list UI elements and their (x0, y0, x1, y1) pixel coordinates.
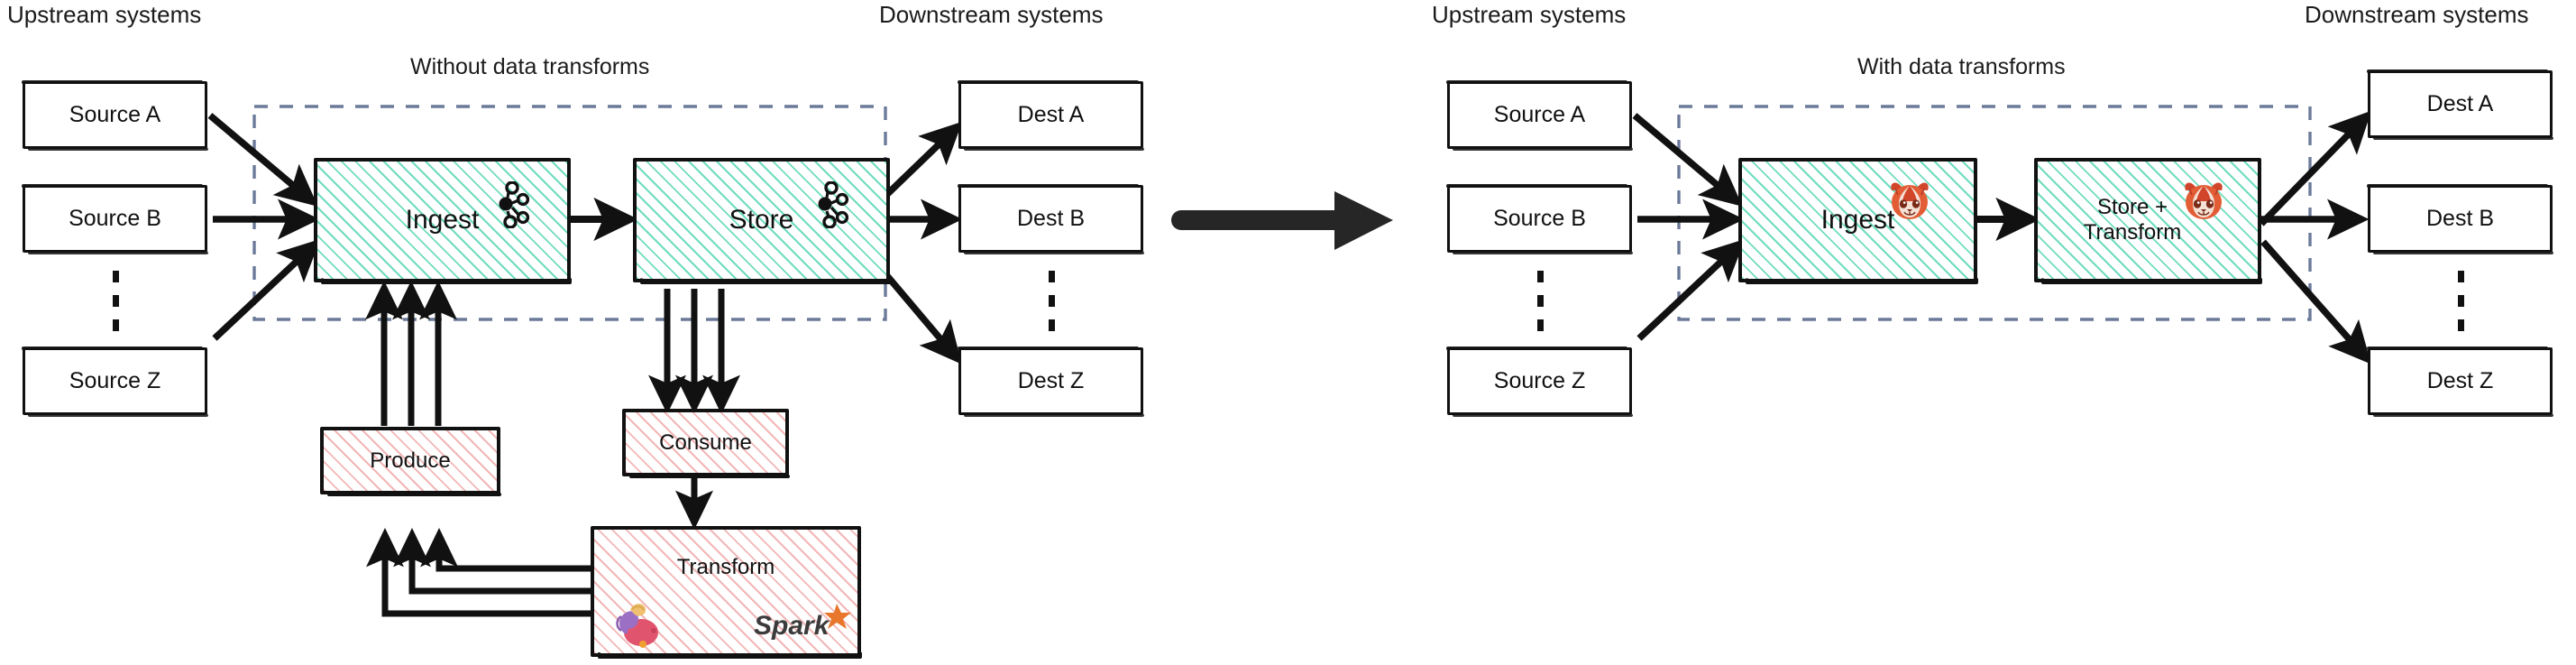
source-box-z-label: Source Z (69, 368, 161, 393)
right-upstream-label: Upstream systems (1432, 1, 1627, 28)
transform-box-label: Transform (676, 555, 775, 579)
left-downstream-label: Downstream systems (879, 1, 1104, 28)
source-box-b-right-label: Source B (1493, 206, 1586, 231)
store-transform-box[interactable]: Store + Transform (2034, 158, 2261, 282)
source-box-z[interactable]: Source Z (23, 347, 207, 415)
store-transform-box-label: Store + Transform (2084, 195, 2181, 245)
dest-box-b-label: Dest B (1016, 206, 1086, 231)
dest-box-z-label: Dest Z (1017, 368, 1085, 393)
produce-box[interactable]: Produce (320, 427, 500, 494)
right-downstream-label: Downstream systems (2305, 1, 2529, 28)
arrow-transform-to-produce-2 (393, 527, 591, 595)
right-panel-title: With data transforms (1857, 54, 2066, 79)
left-upstream-label: Upstream systems (7, 1, 202, 28)
store-box-left-label: Store (729, 204, 794, 235)
ingest-box-left-label: Ingest (405, 204, 480, 235)
source-box-a[interactable]: Source A (23, 81, 207, 149)
dest-box-b-right[interactable]: Dest B (2368, 185, 2553, 253)
source-box-a-label: Source A (69, 102, 161, 127)
arrow-store-transform-to-dest-z (2260, 239, 2371, 365)
dest-box-a-right-label: Dest A (2426, 91, 2494, 116)
store-transform-line1: Store + (2096, 195, 2168, 220)
consume-box[interactable]: Consume (622, 409, 789, 476)
source-box-z-right-label: Source Z (1493, 368, 1586, 393)
redpanda-icon (1886, 180, 1933, 230)
arrow-source-a-to-ingest (207, 113, 318, 207)
dest-box-b-right-label: Dest B (2425, 206, 2495, 231)
store-transform-line2: Transform (2083, 220, 2182, 245)
store-box-left[interactable]: Store (633, 158, 890, 282)
ingest-box-left[interactable]: Ingest (314, 158, 571, 282)
apache-flink-icon (609, 595, 665, 657)
transform-box[interactable]: Transform Spark (591, 526, 861, 657)
dest-box-z-right-label: Dest Z (2426, 368, 2494, 393)
arrow-store-transform-to-dest-a (2259, 110, 2372, 226)
apache-kafka-icon-store (810, 180, 849, 236)
apache-kafka-icon (490, 180, 530, 236)
source-box-a-right-label: Source A (1493, 102, 1586, 127)
dest-box-z[interactable]: Dest Z (958, 347, 1143, 415)
arrow-transform-to-produce-1 (366, 527, 591, 617)
dest-box-b[interactable]: Dest B (958, 185, 1143, 253)
ingest-box-right[interactable]: Ingest (1738, 158, 1977, 282)
arrow-source-z-to-ingest (212, 238, 321, 341)
dest-box-a-label: Dest A (1017, 102, 1085, 127)
ingest-box-right-label: Ingest (1820, 204, 1895, 235)
dest-box-a[interactable]: Dest A (958, 81, 1143, 149)
produce-box-label: Produce (370, 448, 451, 473)
left-panel-title: Without data transforms (410, 54, 650, 79)
dest-ellipsis-right (2458, 271, 2464, 334)
source-ellipsis-left (113, 271, 119, 334)
redpanda-icon-store (2180, 180, 2227, 230)
source-ellipsis-right (1537, 271, 1544, 334)
dest-box-z-right[interactable]: Dest Z (2368, 347, 2553, 415)
dest-box-a-right[interactable]: Dest A (2368, 70, 2553, 138)
consume-box-label: Consume (659, 429, 752, 455)
source-box-b-label: Source B (69, 206, 161, 231)
arrow-source-z-to-ingest-right (1636, 238, 1746, 341)
right-boundary-dashed-rect (1677, 105, 2312, 321)
arrow-transform-to-produce-3 (420, 527, 591, 572)
source-box-b-right[interactable]: Source B (1447, 185, 1632, 253)
svg-text:Spark: Spark (754, 611, 830, 641)
source-box-a-right[interactable]: Source A (1447, 81, 1632, 149)
source-box-z-right[interactable]: Source Z (1447, 347, 1632, 415)
center-transition-arrow (1171, 191, 1393, 250)
arrow-source-a-to-ingest-right (1632, 113, 1743, 207)
source-box-b[interactable]: Source B (23, 185, 207, 253)
apache-spark-icon: Spark (752, 602, 858, 655)
dest-ellipsis-left (1049, 271, 1055, 334)
